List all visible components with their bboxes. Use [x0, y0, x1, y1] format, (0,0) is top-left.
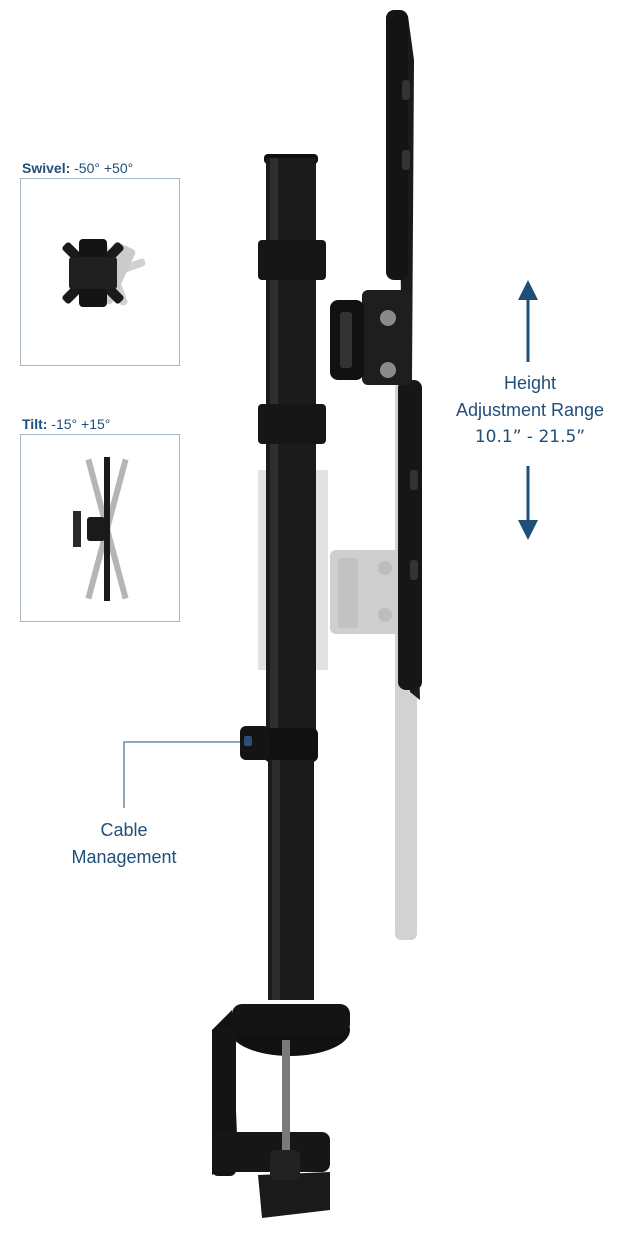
tilt-bracket [330, 290, 412, 385]
swivel-diagram [62, 239, 146, 307]
swivel-range: -50° +50° [74, 160, 134, 176]
cable-management-label: Cable Management [40, 817, 208, 871]
swivel-title: Swivel: -50° +50° [22, 160, 133, 176]
height-range: 10.1” - 21.5” [474, 427, 586, 447]
swivel-inset [20, 178, 180, 366]
tilt-title: Tilt: -15° +15° [22, 416, 110, 432]
pole [258, 154, 326, 1000]
cable-line1: Cable [100, 820, 148, 840]
swivel-label: Swivel: [22, 160, 71, 176]
tilt-diagram [73, 457, 129, 601]
height-arrows [518, 280, 538, 540]
height-subtitle: Adjustment Range [455, 400, 605, 420]
cable-line2: Management [71, 847, 177, 867]
tilt-label: Tilt: [22, 416, 48, 432]
tilt-range: -15° +15° [51, 416, 111, 432]
tilt-inset [20, 434, 180, 622]
height-adjustment-label: Height Adjustment Range 10.1” - 21.5” [438, 370, 622, 451]
height-title: Height [503, 373, 557, 393]
desk-clamp [212, 1004, 350, 1218]
cable-leader-line [123, 741, 240, 808]
cable-clip [240, 726, 270, 760]
